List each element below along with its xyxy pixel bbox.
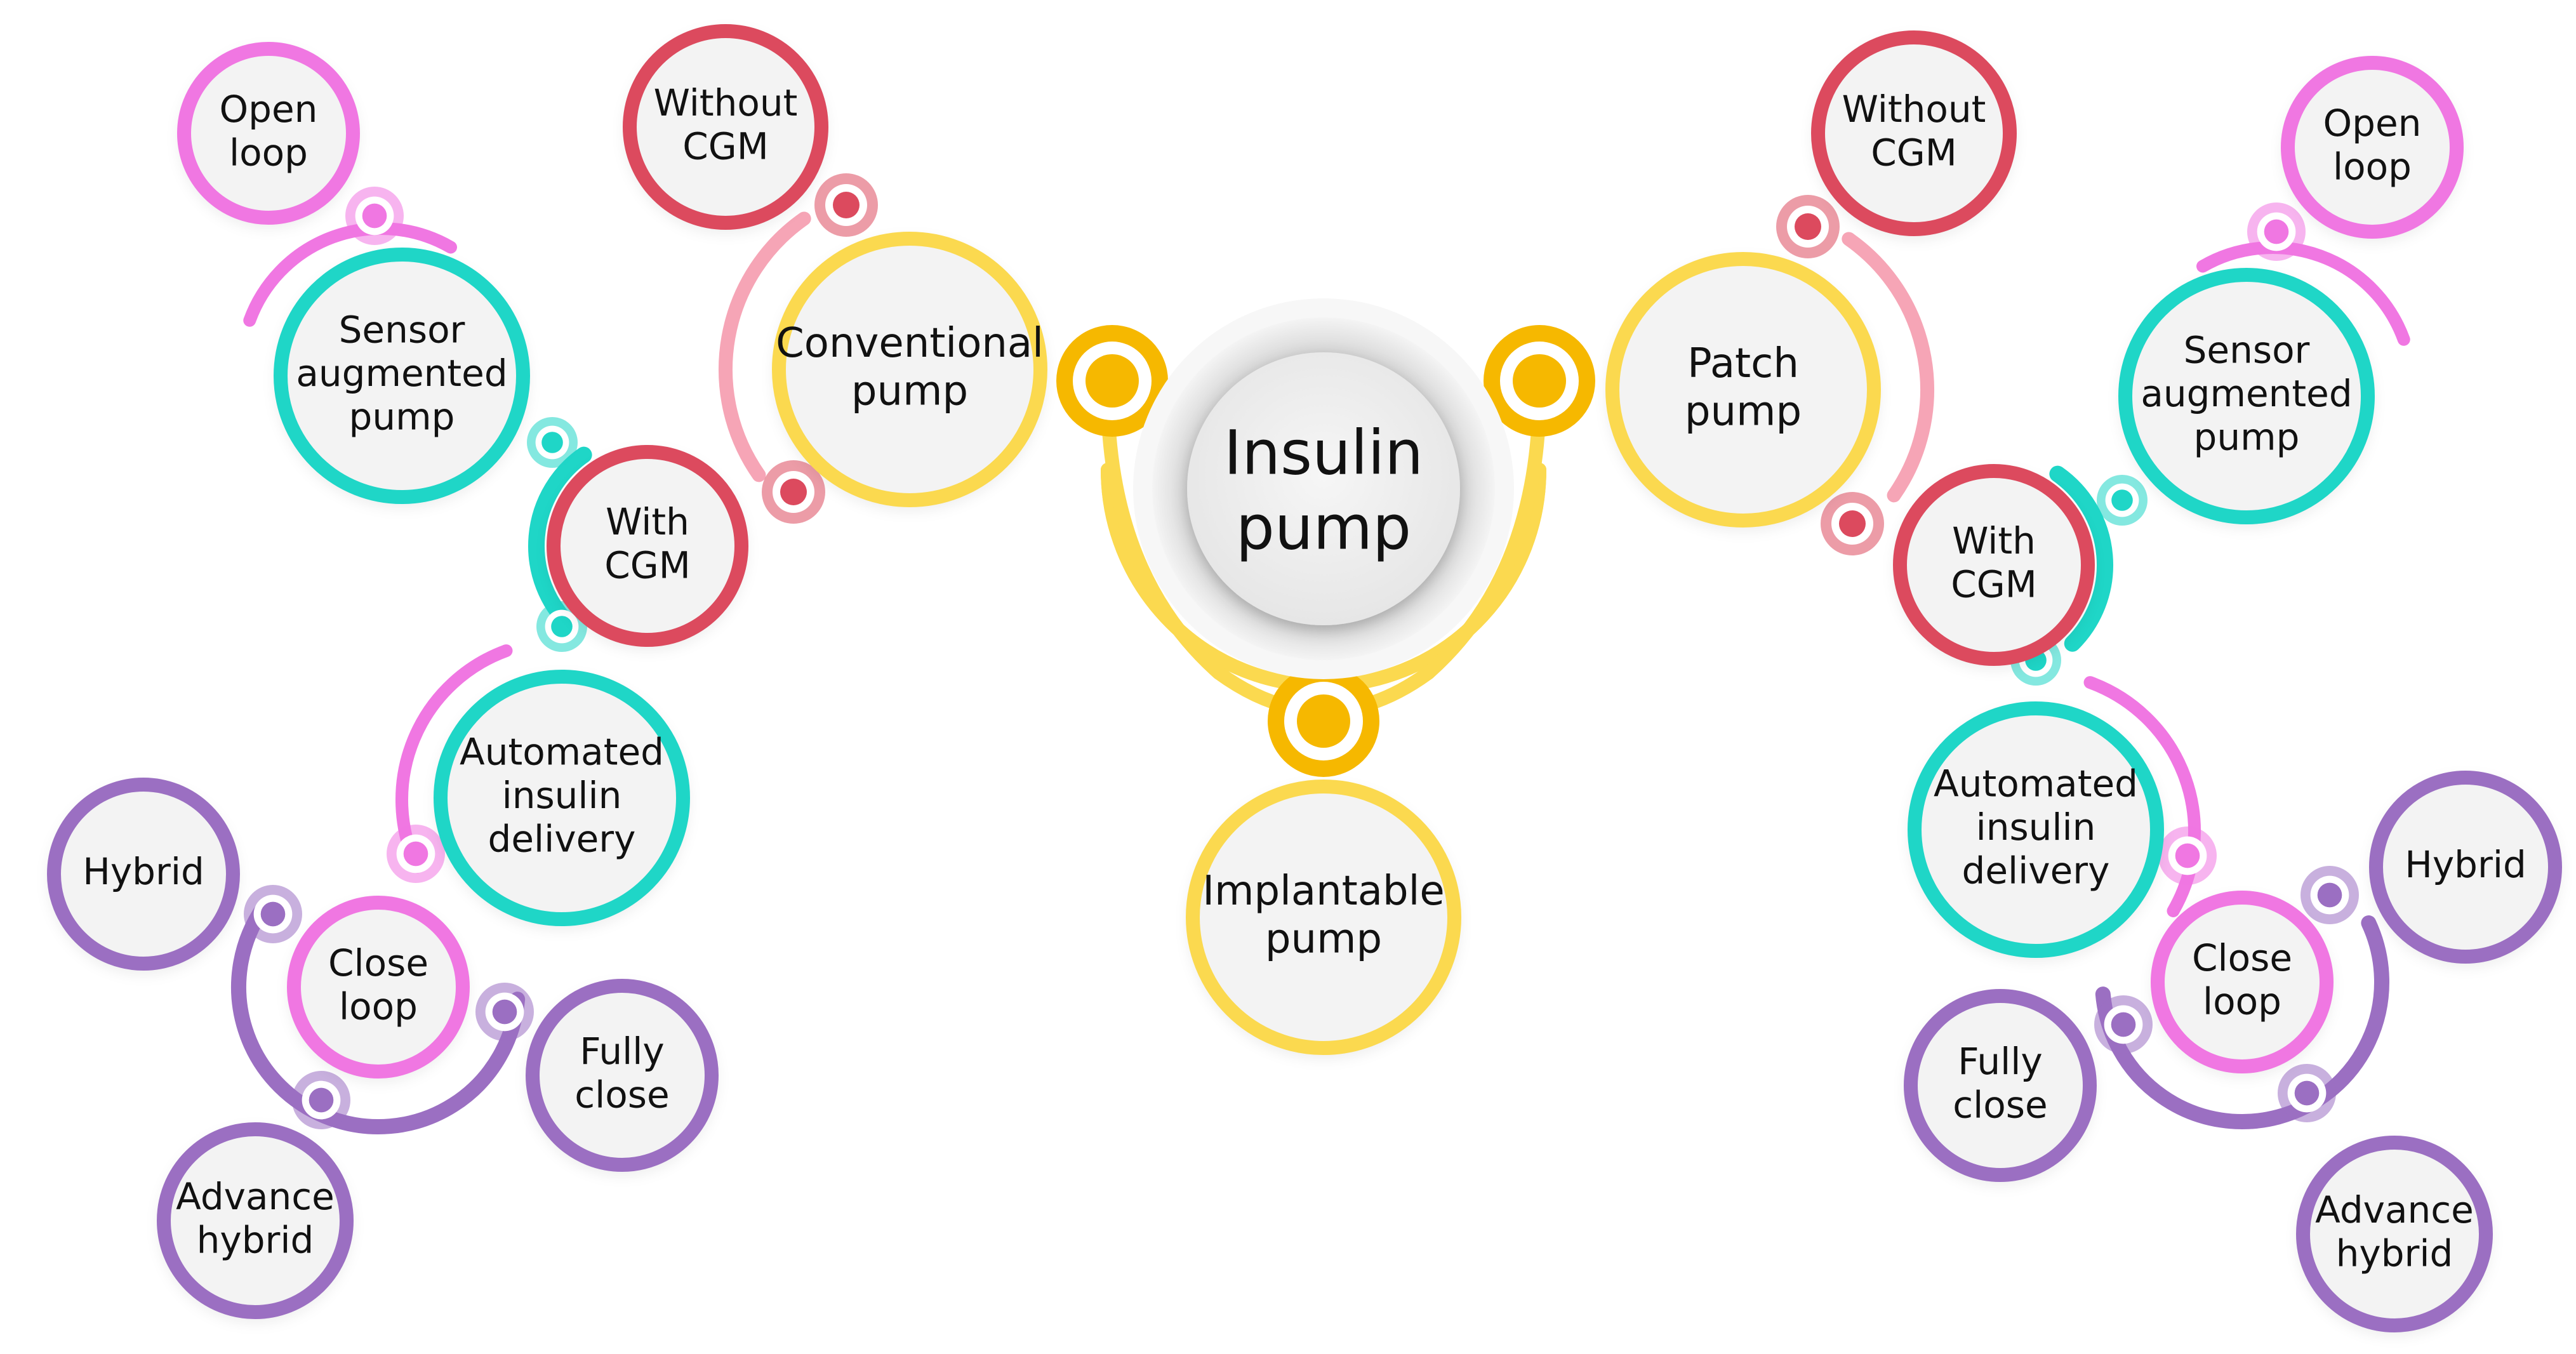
right-teal-dot-top — [2097, 475, 2148, 526]
left-purple-dot-fully — [475, 983, 534, 1041]
right-teal-arc — [2049, 465, 2113, 652]
node-label-left-sensor-augmented-pump: Sensor — [339, 309, 465, 352]
node-label-patch-pump: pump — [1685, 388, 1802, 435]
node-label-left-fully-close: close — [574, 1073, 669, 1116]
node-label-right-sensor-augmented-pump: pump — [2194, 416, 2300, 459]
node-layer: InsulinpumpConventionalpumpPatchpumpImpl… — [47, 24, 2562, 1332]
connector-layer — [231, 173, 2410, 1134]
right-purple-dot-fully — [2094, 995, 2153, 1054]
node-right-hybrid[interactable]: Hybrid — [2369, 771, 2562, 964]
node-label-right-with-cgm: CGM — [1951, 562, 2036, 606]
right-cgm-dot-bottom — [1821, 492, 1884, 555]
node-label-implantable-pump: Implantable — [1202, 868, 1445, 915]
node-label-patch-pump: Patch — [1687, 340, 1799, 387]
hub-dot — [1484, 325, 1595, 437]
node-label-right-fully-close: close — [1953, 1083, 2047, 1126]
node-label-implantable-pump: pump — [1265, 915, 1382, 962]
node-label-right-without-cgm: CGM — [1871, 131, 1956, 174]
node-label-left-without-cgm: CGM — [682, 124, 768, 168]
node-label-left-with-cgm: With — [606, 500, 689, 543]
node-label-right-with-cgm: With — [1952, 519, 2036, 562]
node-label-left-without-cgm: Without — [654, 81, 798, 124]
node-label-right-close-loop: Close — [2192, 936, 2292, 979]
right-cgm-arc — [1842, 232, 1934, 503]
center-node-label: Insulin — [1224, 417, 1423, 488]
node-label-left-advance-hybrid: hybrid — [197, 1218, 314, 1261]
node-label-left-open-loop: loop — [229, 131, 308, 174]
node-label-right-advance-hybrid: hybrid — [2336, 1231, 2453, 1275]
node-label-right-hybrid: Hybrid — [2405, 843, 2526, 886]
node-label-right-open-loop: Open — [2323, 102, 2422, 145]
node-label-left-with-cgm: CGM — [604, 543, 690, 587]
right-purple-dot-hybrid — [2300, 866, 2359, 924]
node-label-left-advance-hybrid: Advance — [176, 1175, 335, 1218]
node-left-hybrid[interactable]: Hybrid — [47, 778, 240, 971]
node-label-left-fully-close: Fully — [580, 1030, 665, 1073]
left-cgm-dot-bottom — [762, 460, 825, 524]
node-label-left-open-loop: Open — [220, 88, 318, 131]
right-purple-arc — [2095, 915, 2389, 1129]
node-label-right-automated-insulin-delivery: insulin — [1976, 806, 2096, 849]
node-label-right-close-loop: loop — [2203, 979, 2281, 1023]
left-teal-arc — [528, 446, 592, 633]
left-magenta-dot-bottom — [387, 825, 445, 883]
node-label-right-advance-hybrid: Advance — [2315, 1188, 2474, 1231]
node-label-left-sensor-augmented-pump: pump — [349, 395, 455, 439]
left-magenta-arc-top — [243, 222, 457, 327]
left-purple-dot-advance — [292, 1071, 350, 1129]
node-label-conventional-pump: Conventional — [776, 320, 1044, 367]
left-cgm-arc — [719, 211, 811, 482]
right-magenta-arc-top — [2196, 241, 2410, 346]
node-label-left-automated-insulin-delivery: insulin — [502, 774, 622, 817]
node-label-right-automated-insulin-delivery: Automated — [1934, 762, 2138, 806]
right-magenta-dot-top — [2247, 202, 2306, 261]
left-cgm-dot-top — [814, 173, 878, 237]
hub-dot — [1056, 325, 1168, 437]
left-magenta-dot-top — [345, 187, 404, 245]
center-node-label: pump — [1236, 492, 1411, 563]
right-magenta-dot-bottom — [2158, 826, 2217, 885]
node-label-left-close-loop: Close — [328, 941, 428, 985]
node-label-left-automated-insulin-delivery: delivery — [488, 818, 636, 861]
node-label-right-automated-insulin-delivery: delivery — [1962, 849, 2110, 893]
right-purple-dot-advance — [2278, 1064, 2336, 1122]
node-label-right-without-cgm: Without — [1842, 88, 1986, 131]
node-label-conventional-pump: pump — [851, 368, 968, 415]
hub-dot — [1268, 665, 1379, 777]
left-purple-dot-hybrid — [244, 885, 302, 943]
node-label-left-hybrid: Hybrid — [83, 850, 204, 893]
node-label-right-fully-close: Fully — [1958, 1040, 2043, 1083]
right-cgm-dot-top — [1776, 195, 1840, 258]
node-label-left-sensor-augmented-pump: augmented — [296, 352, 507, 395]
node-label-left-close-loop: loop — [339, 985, 418, 1028]
left-teal-dot-top — [527, 417, 578, 468]
node-label-right-open-loop: loop — [2333, 145, 2412, 188]
node-label-right-sensor-augmented-pump: Sensor — [2184, 329, 2310, 372]
node-label-right-sensor-augmented-pump: augmented — [2141, 372, 2352, 415]
node-label-left-automated-insulin-delivery: Automated — [460, 731, 664, 774]
